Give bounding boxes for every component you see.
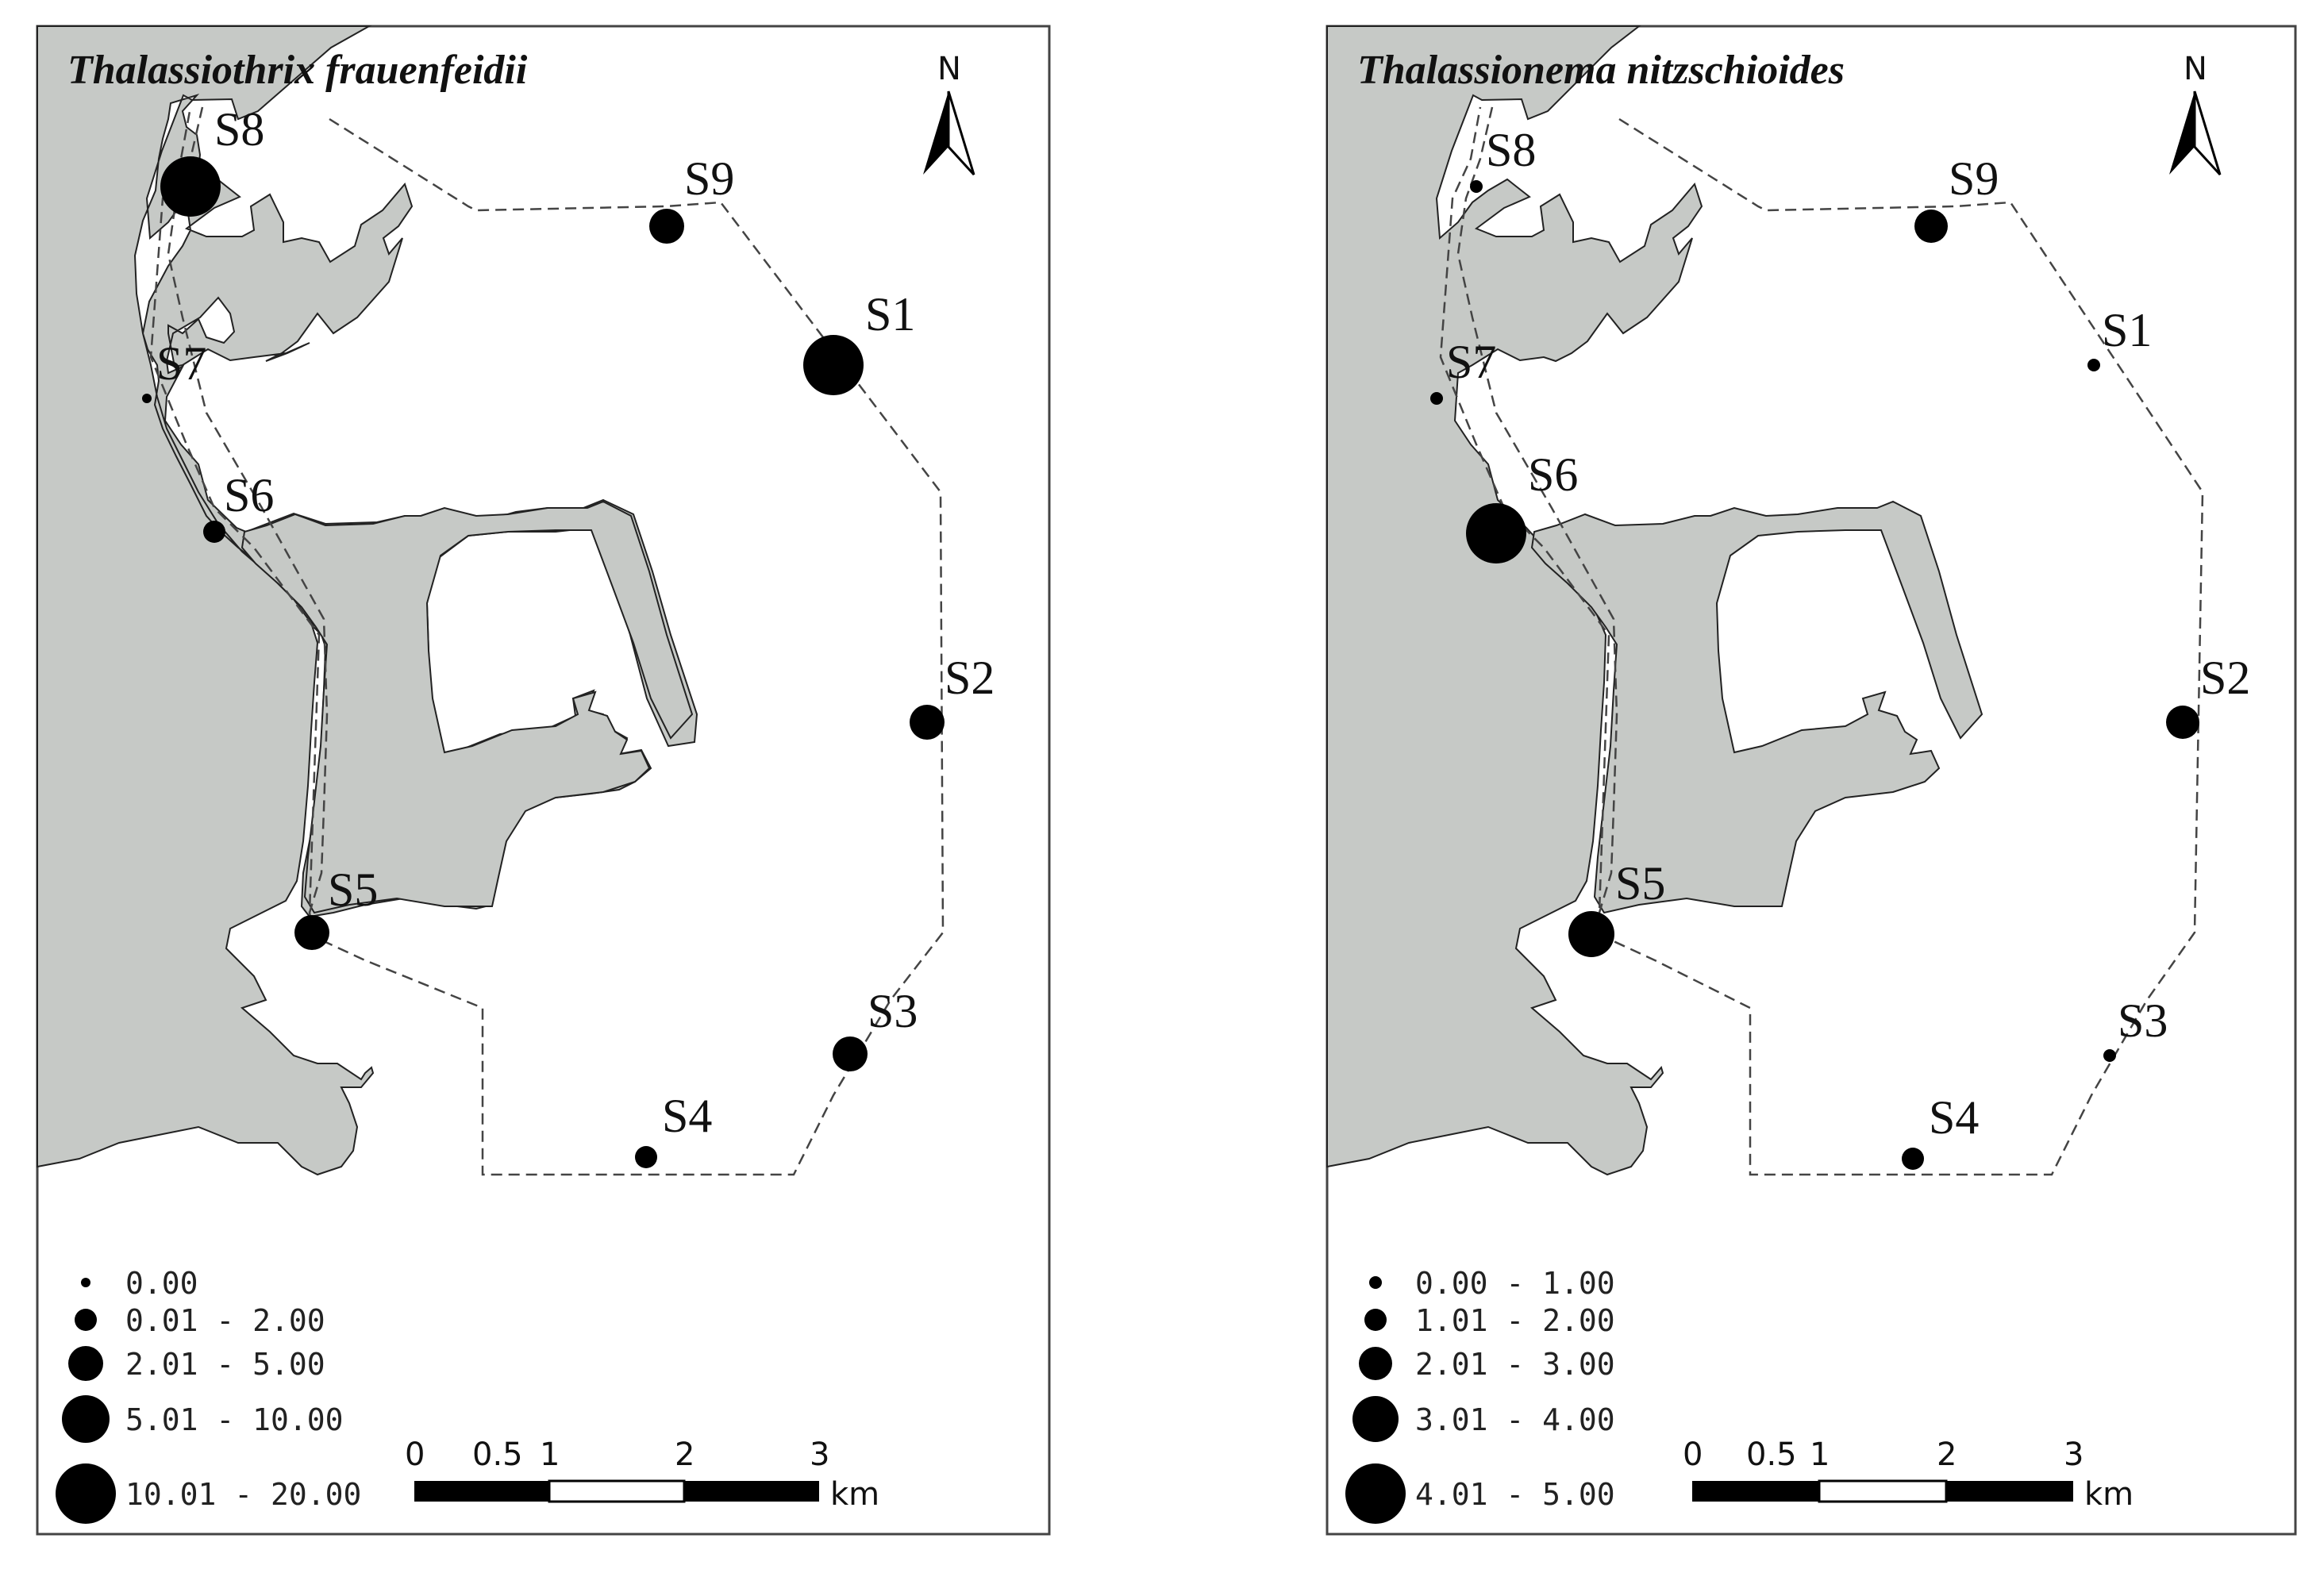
station-marker-s2 <box>2166 706 2199 739</box>
scale-bar-tick-label: 0 <box>405 1436 425 1473</box>
station-marker-s3 <box>833 1036 868 1071</box>
north-arrow-right-half <box>947 90 975 176</box>
station-marker-s9 <box>1914 210 1948 243</box>
station-marker-s8 <box>1470 180 1483 193</box>
station-label-s6: S6 <box>224 469 274 521</box>
map-title: Thalassionema nitzschioides <box>1357 48 1845 93</box>
station-marker-s4 <box>635 1146 657 1168</box>
legend: 0.000.01 - 2.00 2.01 - 5.00 5.01 - 10.00 10… <box>56 1266 361 1524</box>
legend-label: 3.01 - 4.00 <box>1415 1402 1615 1437</box>
station-label-s5: S5 <box>1615 857 1665 910</box>
scale-bar-segment <box>414 1481 549 1502</box>
station-marker-s9 <box>649 209 684 244</box>
legend-symbol <box>1359 1347 1392 1380</box>
scale-bar-segment <box>1818 1479 1948 1503</box>
scale-bar-tick-label: 0.5 <box>1746 1436 1797 1473</box>
station-marker-s7 <box>142 394 152 403</box>
scale-bar-unit: km <box>2084 1476 2134 1513</box>
map-panel-2: Thalassionema nitzschioidesS8S9S1S7S6S2S… <box>1326 25 2297 1536</box>
scale-bar-unit: km <box>830 1476 879 1513</box>
scale-bar-tick-label: 0.5 <box>472 1436 523 1473</box>
legend-symbol <box>1345 1463 1406 1524</box>
north-label: N <box>2184 51 2207 87</box>
legend-symbol <box>1364 1309 1387 1331</box>
station-label-s9: S9 <box>684 152 734 205</box>
north-arrow: N <box>2169 51 2222 176</box>
legend-label: 1.01 - 2.00 <box>1415 1303 1615 1338</box>
station-marker-s1 <box>2087 359 2100 371</box>
station-marker-s6 <box>1466 503 1526 563</box>
legend-symbol <box>62 1395 110 1443</box>
scale-bar-tick-label: 0 <box>1683 1436 1703 1473</box>
scale-bar-segment <box>548 1479 686 1503</box>
station-label-s1: S1 <box>865 288 915 340</box>
station-marker-s5 <box>294 915 329 950</box>
map-title: Thalassiothrix frauenfeidii <box>67 48 528 93</box>
scale-bar-segment <box>684 1481 819 1502</box>
scale-bar-tick-label: 1 <box>540 1436 560 1473</box>
station-label-s8: S8 <box>1486 124 1536 176</box>
map-panel-1: Thalassiothrix frauenfeidiiS8S9S1S7S6S2S… <box>36 25 1051 1536</box>
scale-bar-tick-label: 2 <box>1937 1436 1957 1473</box>
legend-label: 0.00 - 1.00 <box>1415 1266 1615 1301</box>
legend-symbol <box>75 1309 97 1331</box>
station-label-s3: S3 <box>2118 994 2168 1047</box>
station-marker-s2 <box>910 705 945 740</box>
station-label-s3: S3 <box>868 985 918 1037</box>
station-label-s9: S9 <box>1949 152 1999 205</box>
station-label-s2: S2 <box>945 652 995 704</box>
north-arrow-right-half <box>2193 90 2222 176</box>
legend-label: 4.01 - 5.00 <box>1415 1477 1615 1512</box>
station-label-s7: S7 <box>1446 336 1496 388</box>
station-label-s8: S8 <box>214 103 264 156</box>
north-label: N <box>937 51 961 87</box>
scale-bar: 0 0.5 1 2 3km <box>405 1436 879 1513</box>
land-extra <box>240 500 694 914</box>
station-marker-s1 <box>803 335 864 395</box>
station-label-s7: S7 <box>156 337 206 390</box>
legend-label: 2.01 - 5.00 <box>125 1347 325 1382</box>
legend-symbol <box>68 1346 103 1381</box>
station-label-s2: S2 <box>2200 652 2250 704</box>
scale-bar: 0 0.5 1 2 3km <box>1683 1436 2134 1513</box>
scale-bar-segment <box>1946 1481 2073 1502</box>
station-label-s6: S6 <box>1528 448 1578 501</box>
station-label-s5: S5 <box>328 863 378 916</box>
station-marker-s3 <box>2103 1049 2116 1062</box>
north-arrow-left-half <box>2169 91 2195 175</box>
scale-bar-tick-label: 2 <box>675 1436 695 1473</box>
legend-label: 0.00 <box>125 1266 198 1301</box>
legend-symbol <box>1369 1276 1382 1289</box>
station-label-s4: S4 <box>662 1090 712 1142</box>
legend-label: 2.01 - 3.00 <box>1415 1347 1615 1382</box>
legend-label: 5.01 - 10.00 <box>125 1402 344 1437</box>
station-label-s4: S4 <box>1929 1091 1979 1144</box>
legend-label: 10.01 - 20.00 <box>125 1477 361 1512</box>
scale-bar-tick-label: 3 <box>810 1436 829 1473</box>
legend-symbol <box>56 1463 116 1524</box>
legend: 0.00 - 1.001.01 - 2.00 2.01 - 3.00 3.01 - … <box>1345 1266 1615 1524</box>
land-mass <box>1326 25 1983 1176</box>
scale-bar-tick-label: 1 <box>1810 1436 1830 1473</box>
channel-route <box>1456 106 1618 913</box>
legend-label: 0.01 - 2.00 <box>125 1303 325 1338</box>
scale-bar-tick-label: 3 <box>2064 1436 2084 1473</box>
station-marker-s4 <box>1902 1148 1924 1170</box>
station-marker-s7 <box>1430 392 1443 405</box>
legend-symbol <box>81 1278 90 1287</box>
scale-bar-segment <box>1692 1481 1819 1502</box>
north-arrow: N <box>923 51 975 176</box>
station-label-s1: S1 <box>2102 304 2152 356</box>
station-marker-s6 <box>203 521 225 543</box>
station-marker-s5 <box>1568 911 1614 957</box>
station-marker-s8 <box>160 156 221 217</box>
north-arrow-left-half <box>923 91 948 175</box>
legend-symbol <box>1352 1396 1399 1442</box>
